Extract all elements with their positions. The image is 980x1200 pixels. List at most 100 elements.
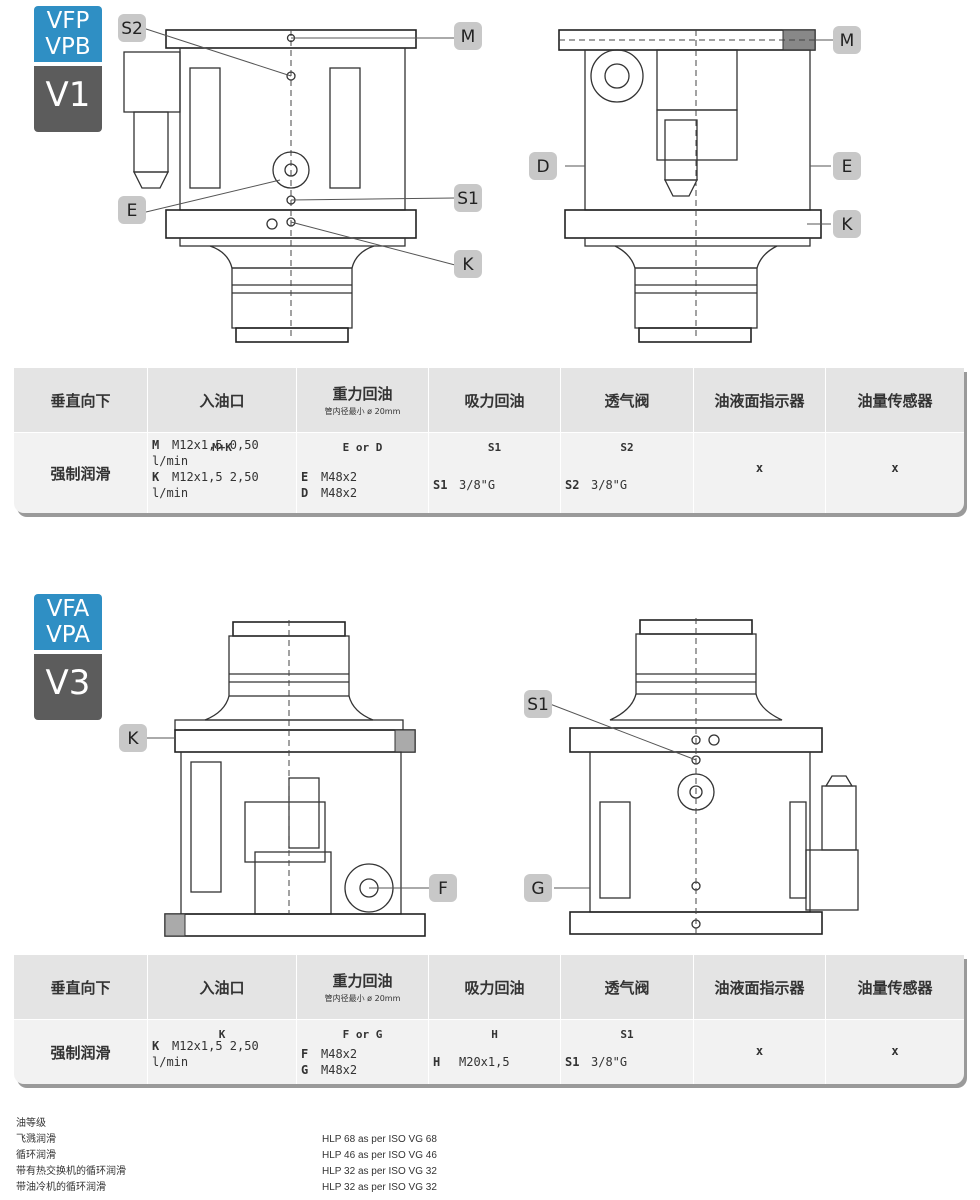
header-cell: 垂直向下 [14,955,148,1020]
header-cell: 入油口 [148,955,297,1020]
svg-text:E: E [127,201,138,221]
svg-text:K: K [841,215,853,235]
suction-code: S1 [487,441,502,454]
port-code: S1 [565,1055,580,1069]
callout-e: E [833,152,861,180]
header-cell: 入油口 [148,368,297,433]
gravity-code: E or D [342,441,383,454]
vent-cell: S1 S1 3/8"G [561,1020,694,1084]
level-indicator-mark: x [755,461,764,475]
port-code: F [301,1047,309,1061]
lubrication-table-v3: 垂直向下 入油口 重力回油 管内径最小 ø 20mm 吸力回油 透气阀 油液面指… [14,955,964,1084]
header-cell: 油液面指示器 [694,368,826,433]
callout-k: K [119,724,147,752]
port-spec: M48x2 [321,1047,358,1061]
oil-grade-value: HLP 32 as per ISO VG 32 [322,1166,437,1177]
level-sensor-cell: x [826,1020,964,1084]
oil-grade-label: 飞溅润滑 [16,1134,56,1145]
level-sensor-cell: x [826,433,964,513]
callout-s2: S2 [118,14,146,42]
callout-e: E [118,196,146,224]
gearbox-drawing-v1-front: S2 M S1 E K [118,14,482,343]
gearbox-drawing-v3-side: S1 G [524,618,859,935]
port-spec: M12x1,5 0,50 l/min [152,438,259,468]
model-badge-top: VFP VPB [34,6,102,62]
row-label: 强制润滑 [14,433,148,513]
header-cell: 透气阀 [561,368,694,433]
oil-grade-value: HLP 46 as per ISO VG 46 [322,1150,437,1161]
port-code: S2 [565,478,580,492]
callout-d: D [529,152,557,180]
port-spec: 3/8"G [459,478,496,492]
port-code: S1 [433,478,448,492]
port-spec: 3/8"G [591,1055,628,1069]
callout-g: G [524,874,552,902]
oil-grade-label: 循环润滑 [16,1150,56,1161]
callout-s1: S1 [454,184,482,212]
port-code: M [152,438,160,452]
inlet-code: M+K [212,441,232,454]
gravity-cell: F or G F M48x2 G M48x2 [297,1020,429,1084]
inlet-code: K [218,1028,226,1041]
gravity-code: F or G [342,1028,383,1041]
model-badge-bottom: V1 [34,66,102,132]
lubrication-table-v1: 垂直向下 入油口 重力回油 管内径最小 ø 20mm 吸力回油 透气阀 油液面指… [14,368,964,513]
port-code: H [433,1055,441,1069]
callout-s1: S1 [524,690,552,718]
oil-grade-value: HLP 32 as per ISO VG 32 [322,1182,437,1193]
port-code: K [152,1039,160,1053]
model-code: VPB [45,34,91,60]
port-spec: M48x2 [321,1063,358,1077]
port-spec: M12x1,5 2,50 l/min [152,1039,259,1069]
port-spec: M20x1,5 [459,1055,510,1069]
header-cell: 油液面指示器 [694,955,826,1020]
model-code: VPA [46,622,90,648]
suction-cell: S1 S1 3/8"G [429,433,561,513]
callout-k: K [454,250,482,278]
header-cell: 透气阀 [561,955,694,1020]
level-indicator-mark: x [755,1044,764,1058]
oil-grade-title: 油等级 [16,1118,46,1129]
gearbox-drawing-v1-side: M D E K [529,26,861,343]
callout-m: M [833,26,861,54]
header-note: 管内径最小 ø 20mm [324,407,401,416]
header-label: 重力回油 [332,385,393,403]
svg-text:S1: S1 [527,695,549,715]
level-indicator-cell: x [694,1020,826,1084]
svg-text:M: M [840,31,855,51]
model-code: VFA [46,596,90,622]
vent-code: S1 [620,1028,634,1041]
header-cell: 重力回油 管内径最小 ø 20mm [297,955,429,1020]
header-cell: 吸力回油 [429,955,561,1020]
callout-f: F [429,874,457,902]
row-label: 强制润滑 [14,1020,148,1084]
port-code: E [301,470,309,484]
svg-text:D: D [536,157,549,177]
oil-grade-label: 带油冷机的循环润滑 [16,1182,106,1193]
vent-code: S2 [620,441,634,454]
oil-grade-label: 带有热交换机的循环润滑 [16,1166,126,1177]
model-badge-top: VFA VPA [34,594,102,650]
level-sensor-mark: x [891,1044,899,1058]
oil-grade-labels: 油等级 飞溅润滑 循环润滑 带有热交换机的循环润滑 带油冷机的循环润滑 [16,1116,126,1196]
model-code: VFP [46,8,90,34]
svg-text:M: M [461,27,476,47]
port-code: G [301,1063,309,1077]
svg-text:S1: S1 [457,189,479,209]
level-sensor-mark: x [891,461,899,475]
gearbox-drawing-v3-front: K F [119,620,457,937]
svg-text:E: E [842,157,853,177]
model-badge-v1: VFP VPB V1 [34,6,102,132]
header-label: 重力回油 [332,972,393,990]
svg-text:F: F [438,879,448,899]
port-spec: M12x1,5 2,50 l/min [152,470,259,500]
callout-m: M [454,22,482,50]
svg-text:K: K [462,255,474,275]
level-indicator-cell: x [694,433,826,513]
port-code: K [152,470,160,484]
